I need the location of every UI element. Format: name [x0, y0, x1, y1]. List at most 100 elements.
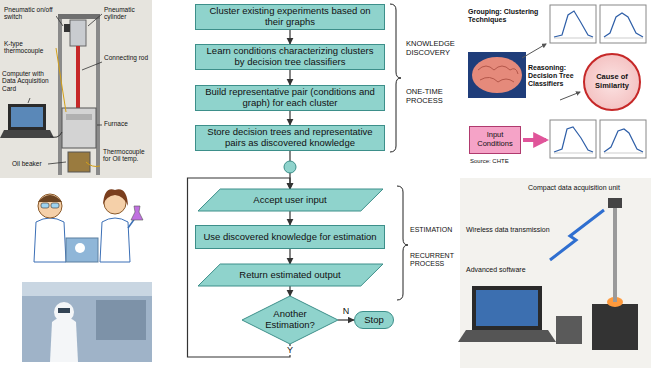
decision-diamond: Another Estimation? [242, 296, 338, 344]
terminal-box: Stop [354, 311, 394, 329]
wireless-photo [608, 198, 622, 208]
io-parallelogram-outline [198, 189, 383, 211]
part-label: Thermocouple for Oil temp. [103, 148, 151, 163]
annotation-label: ONE-TIME PROCESS [406, 88, 464, 105]
apparatus-photo [0, 0, 152, 178]
apparatus-photo [97, 125, 102, 126]
apparatus-photo [11, 107, 43, 127]
scientist-cartoon [34, 218, 66, 262]
node-text: Another Estimation? [264, 309, 316, 331]
brain-picture [468, 52, 526, 98]
io-parallelogram: Return estimated output [198, 264, 383, 286]
part-label: K-type thermocouple [4, 40, 54, 55]
graph-panel [554, 153, 593, 154]
scientist-cartoon [131, 206, 143, 220]
flow-arrow [289, 211, 290, 225]
apparatus-photo [86, 162, 100, 167]
flow-arrow [289, 70, 290, 85]
io-parallelogram: Accept user input [198, 189, 383, 211]
flow-arrow [289, 30, 290, 44]
io-parallelogram-outline [198, 264, 383, 286]
scientist-cartoon [34, 189, 143, 262]
node-text: Accept user input [253, 195, 326, 206]
scientist-cartoon [100, 218, 130, 262]
part-label: Wireless data transmission [466, 226, 562, 234]
graph-panel [550, 120, 596, 158]
brain-picture [560, 92, 580, 100]
flow-arrow [338, 319, 354, 320]
knowledge-bracket [390, 4, 401, 152]
flow-arrow [289, 111, 290, 125]
node-text: Cause of Similarity [589, 73, 635, 90]
edge-label: N [341, 307, 352, 317]
apparatus-photo [58, 14, 100, 19]
cleanroom-photo [54, 302, 74, 322]
graph-panel [600, 5, 646, 43]
node-text: Cluster existing experiments based on th… [202, 6, 378, 28]
apparatus-photo [66, 114, 92, 120]
graph-panel [550, 5, 596, 43]
connector-circle [284, 161, 296, 173]
connector-circle [284, 161, 296, 173]
part-label: Oil beaker [12, 160, 48, 167]
process-box: Store decision trees and representative … [195, 125, 385, 151]
apparatus-photo [70, 20, 86, 46]
node-text: Stop [364, 315, 384, 326]
graph-panel [554, 38, 593, 39]
part-label: Advanced software [466, 266, 546, 274]
brain-picture [522, 44, 546, 58]
wireless-photo [550, 210, 604, 260]
graph-panel [550, 5, 596, 43]
brain-picture [478, 66, 518, 82]
scientist-cartoon [38, 194, 62, 218]
graph-panel [550, 120, 596, 158]
graph-panel [554, 11, 593, 37]
wireless-photo [458, 330, 556, 342]
part-label: Connecting rod [104, 54, 150, 61]
apparatus-photo [48, 162, 66, 164]
apparatus-photo [58, 18, 62, 175]
apparatus-photo [62, 108, 96, 148]
annotation-label: Grouping: Clustering Techniques [468, 8, 548, 24]
graph-panel [604, 153, 643, 154]
node-text: Return estimated output [239, 270, 340, 281]
scientist-cartoon [38, 195, 62, 202]
annotation-label: Reasoning: Decision Tree Classifiers [528, 64, 580, 88]
part-label: Pneumatic on/off switch [4, 6, 56, 21]
cleanroom-photo [96, 300, 146, 340]
input-box: Input Conditions [469, 126, 521, 154]
graph-panel [604, 129, 643, 152]
scientist-cartoon [103, 189, 128, 206]
cleanroom-photo [22, 282, 152, 296]
process-box: Cluster existing experiments based on th… [195, 4, 385, 30]
cleanroom-photo [50, 317, 78, 362]
graph-panel [604, 38, 643, 39]
edge-label: Y [285, 346, 295, 356]
annotation-label: KNOWLEDGE DISCOVERY [406, 40, 464, 57]
apparatus-photo [56, 16, 63, 26]
decision-diamond-outline [242, 296, 338, 344]
cleanroom-photo [22, 282, 152, 362]
apparatus-photo [8, 104, 46, 130]
brain-picture [472, 57, 522, 93]
scientist-cartoon [51, 203, 59, 208]
scientist-cartoon [41, 203, 49, 208]
node-text: Use discovered knowledge for estimation [203, 232, 376, 243]
apparatus-photo [0, 130, 54, 138]
wireless-photo [458, 178, 651, 368]
process-box: Use discovered knowledge for estimation [195, 225, 385, 249]
flow-arrow [289, 249, 290, 264]
node-text: Build representative pair (conditions an… [202, 87, 378, 109]
part-label: Computer with Data Acquisition Card [2, 70, 56, 92]
apparatus-photo [56, 48, 66, 112]
cleanroom-photo [58, 308, 70, 313]
wireless-photo [476, 290, 538, 326]
cause-circle: Cause of Similarity [583, 53, 641, 111]
node-text: Learn conditions characterizing clusters… [202, 46, 378, 68]
knowledge-bracket [390, 4, 408, 300]
apparatus-photo [28, 98, 30, 103]
apparatus-photo [64, 24, 70, 32]
flow-arrow [289, 286, 290, 296]
node-text: Input Conditions [473, 131, 517, 148]
scientist-cartoon [66, 238, 98, 262]
